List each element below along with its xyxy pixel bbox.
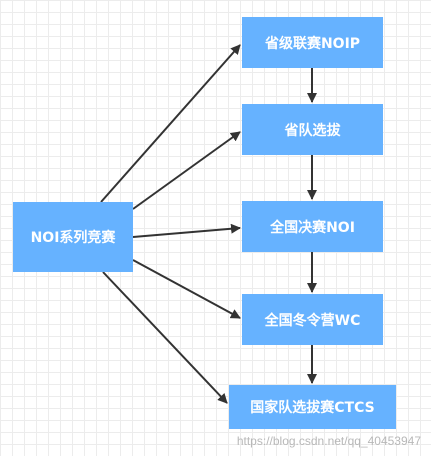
node-noip[interactable]: 省级联赛NOIP [242,17,383,68]
node-noi-series-label: NOI系列竞赛 [30,230,116,246]
node-ctcs-label: 国家队选拔赛CTCS [250,400,375,416]
edge-root-to-noip [100,44,241,203]
node-noi-series[interactable]: NOI系列竞赛 [13,202,133,272]
edge-root-to-ctcs [102,271,228,404]
node-provincial-selection-label: 省队选拔 [284,122,341,139]
node-winter-camp-label: 全国冬令营WC [264,312,361,329]
watermark: https://blog.csdn.net/qq_40453947 [236,434,421,448]
node-noip-label: 省级联赛NOIP [264,35,361,52]
node-winter-camp[interactable]: 全国冬令营WC [242,294,383,345]
edge-root-to-wc [132,259,241,319]
node-noi-final-label: 全国决赛NOI [270,219,355,236]
node-ctcs[interactable]: 国家队选拔赛CTCS [229,385,396,429]
node-noi-final[interactable]: 全国决赛NOI [242,201,383,252]
edge-root-to-provincial [132,131,241,210]
edge-root-to-noi [132,223,241,238]
node-provincial-selection[interactable]: 省队选拔 [242,104,383,155]
